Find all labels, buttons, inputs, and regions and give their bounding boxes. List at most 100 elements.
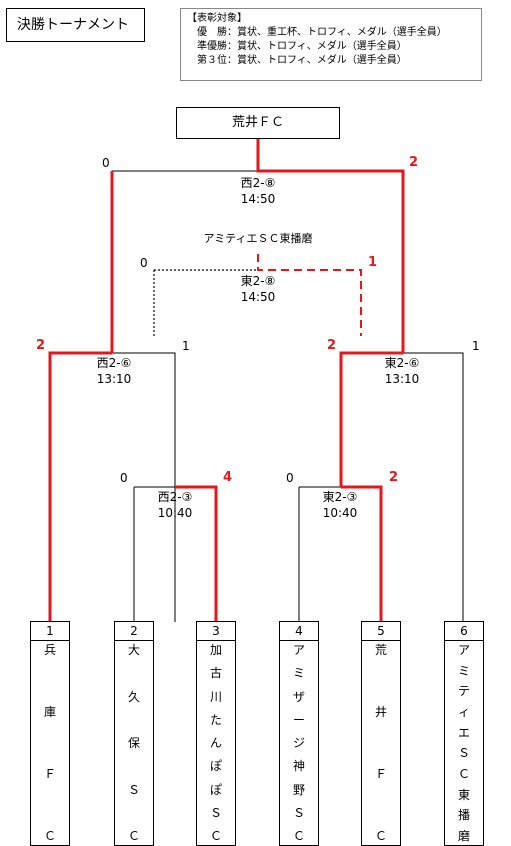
team-name-char: Ｃ (43, 829, 56, 843)
team-name-char: ー (292, 712, 305, 727)
final-time: 14:50 (240, 192, 276, 206)
semi-right-win-line (339, 351, 403, 487)
team-name-char: ザ (292, 689, 305, 704)
team-name-char: 保 (127, 736, 140, 750)
semi-left-line-right (112, 352, 176, 622)
team-name-char: 磨 (457, 828, 470, 843)
team-name-char: ジ (292, 736, 305, 750)
third-place-line-left (153, 269, 258, 336)
team-name-char: Ｃ (127, 829, 140, 843)
final-score-right: 2 (409, 155, 419, 170)
team-name-char: た (209, 712, 222, 727)
qf-left-win-line (175, 485, 218, 622)
third-place-score-right: 1 (368, 255, 378, 270)
page-title: 決勝トーナメント (6, 8, 145, 42)
semi-left-win-line (48, 351, 112, 622)
semi-left-time: 13:10 (96, 372, 132, 386)
team-name-char: Ｃ (457, 766, 470, 781)
team-name-char: ぽ (209, 759, 222, 774)
team-number: 5 (362, 622, 400, 641)
team-name-char: 庫 (43, 705, 56, 719)
team-name-char: Ｆ (43, 767, 56, 781)
third-place-score-left: 0 (140, 256, 148, 270)
team-name-char: 兵 (43, 643, 56, 657)
team-name-char: 井 (374, 705, 387, 719)
team-box-5: 5 荒井 Ｆ Ｃ (361, 621, 401, 846)
team-name-char: 野 (292, 782, 305, 797)
team-name-char: 播 (457, 808, 470, 823)
team-name: 荒井 Ｆ Ｃ (362, 641, 400, 843)
final-venue: 西2-⑧ (240, 176, 276, 190)
champion-box: 荒井ＦＣ (176, 107, 340, 139)
awards-heading: 【表彰対象】 (187, 13, 247, 24)
team-number: 6 (445, 622, 483, 641)
team-box-1: 1 兵庫 Ｆ Ｃ (30, 621, 70, 846)
team-name-char: Ｓ (209, 805, 222, 820)
semi-left-score-right: 1 (182, 339, 190, 353)
team-name-char: エ (457, 725, 470, 740)
team-name-char: 川 (209, 689, 222, 704)
final-score-left: 0 (102, 156, 110, 170)
qf-left-score-right: 4 (223, 470, 233, 485)
award-line-third: 第３位：賞状、トロフィ、メダル（選手全員） (197, 55, 407, 66)
semi-right-score-right: 1 (472, 339, 480, 353)
team-name-char: 荒 (374, 643, 387, 657)
team-name-char: テ (457, 684, 470, 699)
qf-right-score-left: 0 (286, 471, 294, 485)
team-number: 4 (280, 622, 318, 641)
team-name-char: ィ (457, 704, 470, 719)
third-place-time: 14:50 (240, 290, 276, 304)
team-name-char: ぽ (209, 782, 222, 797)
team-name-char: Ｃ (209, 829, 222, 843)
team-name-char: ん (209, 736, 222, 750)
third-place-line-right (257, 254, 362, 336)
award-line-champion: 優 勝：賞状、重工杯、トロフィ、メダル（選手全員） (197, 27, 447, 38)
qf-right-score-right: 2 (389, 470, 399, 485)
semi-right-time: 13:10 (384, 372, 420, 386)
team-name-char: Ｓ (457, 746, 470, 761)
semi-right-line-right (403, 352, 464, 622)
team-name-char: Ｓ (127, 782, 140, 797)
team-name-char: Ｓ (292, 805, 305, 820)
team-name-char: Ｆ (374, 767, 387, 781)
team-name: 兵庫 Ｆ Ｃ (31, 641, 69, 843)
third-place-venue: 東2-⑧ (240, 274, 276, 288)
semi-right-venue: 東2-⑥ (384, 356, 420, 370)
team-number: 2 (115, 622, 153, 641)
qf-right-time: 10:40 (322, 506, 358, 520)
qf-left-line-left (133, 486, 175, 622)
team-name-char: 久 (127, 689, 140, 704)
team-name-char: Ｃ (374, 829, 387, 843)
qf-right-venue: 東2-③ (322, 490, 358, 504)
semi-right-score-left: 2 (327, 338, 337, 353)
team-name-char: ミ (292, 666, 305, 681)
qf-left-time: 10:40 (157, 506, 193, 520)
qf-right-win-line (341, 485, 383, 622)
team-name-char: ア (292, 643, 305, 657)
awards-box: 【表彰対象】 優 勝：賞状、重工杯、トロフィ、メダル（選手全員） 準優勝：賞状、… (180, 8, 482, 81)
team-number: 3 (197, 622, 235, 641)
team-name-char: ア (457, 643, 470, 657)
team-name-char: 神 (292, 759, 305, 774)
qf-left-venue: 西2-③ (157, 490, 193, 504)
team-name-char: 古 (209, 666, 222, 681)
qf-right-line-left (298, 486, 341, 622)
semi-left-score-left: 2 (36, 338, 46, 353)
third-place-winner: アミティエＳＣ東播磨 (203, 232, 313, 245)
award-line-runner-up: 準優勝：賞状、トロフィ、メダル（選手全員） (197, 41, 407, 52)
team-number: 1 (31, 622, 69, 641)
team-name-char: 加 (209, 643, 222, 657)
final-win-line (256, 139, 405, 353)
team-name-char: 東 (457, 787, 470, 802)
team-name-char: Ｃ (292, 829, 305, 843)
team-name-char: ミ (457, 663, 470, 678)
